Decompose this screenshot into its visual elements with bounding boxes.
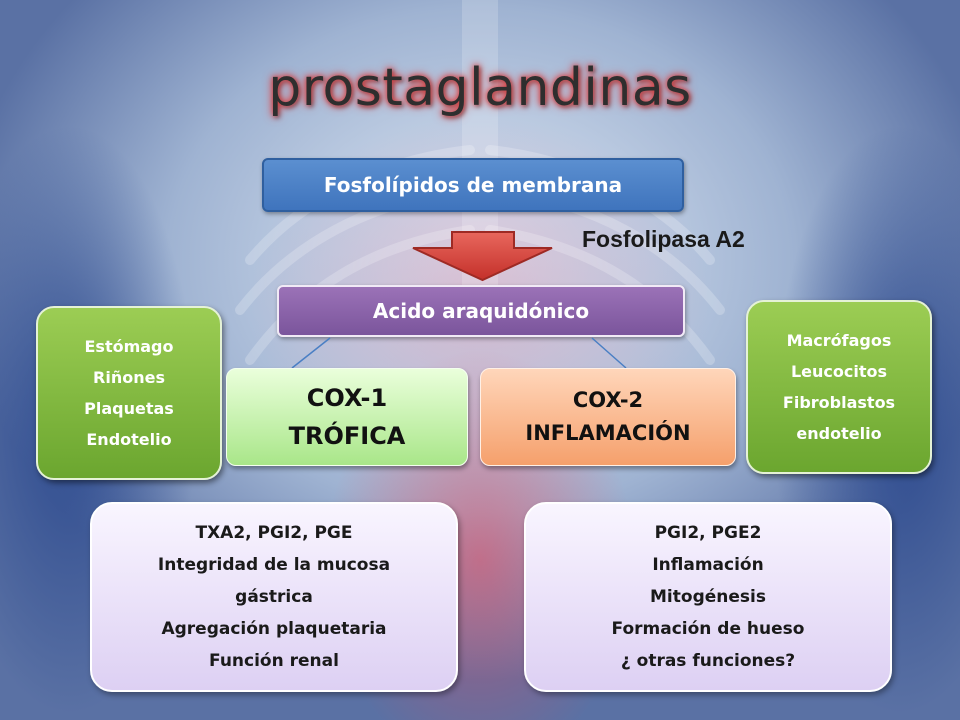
cox2-label: COX-2 INFLAMACIÓN — [525, 384, 690, 450]
cox1-effects-box: TXA2, PGI2, PGE Integridad de la mucosa … — [90, 502, 458, 692]
cox2-sites-list: Macrófagos Leucocitos Fibroblastos endot… — [783, 325, 895, 449]
cox1-box: COX-1 TRÓFICA — [226, 368, 468, 466]
cox1-effect-item: Integridad de la mucosa — [157, 555, 391, 575]
cox1-effect-item: TXA2, PGI2, PGE — [195, 523, 353, 543]
cox1-label: COX-1 TRÓFICA — [289, 379, 406, 455]
cox2-effect-item: Inflamación — [652, 555, 764, 575]
down-arrow-icon — [410, 230, 555, 282]
cox1-site-item: Riñones — [93, 368, 165, 387]
cox2-sites-box: Macrófagos Leucocitos Fibroblastos endot… — [746, 300, 932, 474]
cox1-name: COX-1 — [306, 384, 388, 412]
cox1-site-item: Endotelio — [86, 430, 172, 449]
cox2-effects-list: PGI2, PGE2 Inflamación Mitogénesis Forma… — [612, 517, 805, 677]
cox2-site-item: Macrófagos — [786, 331, 892, 350]
cox1-sites-list: Estómago Riñones Plaquetas Endotelio — [84, 331, 174, 455]
cox1-site-item: Estómago — [84, 337, 174, 356]
cox1-sites-box: Estómago Riñones Plaquetas Endotelio — [36, 306, 222, 480]
cox2-effects-box: PGI2, PGE2 Inflamación Mitogénesis Forma… — [524, 502, 892, 692]
cox2-box: COX-2 INFLAMACIÓN — [480, 368, 736, 466]
cox1-effects-list: TXA2, PGI2, PGE Integridad de la mucosa … — [158, 517, 390, 677]
enzyme-label: Fosfolipasa A2 — [582, 226, 745, 252]
cox2-type: INFLAMACIÓN — [525, 421, 691, 445]
cox2-site-item: Leucocitos — [790, 362, 888, 381]
slide-title: prostaglandinas — [268, 58, 692, 118]
cox2-name: COX-2 — [572, 388, 644, 412]
cox1-site-item: Plaquetas — [84, 399, 174, 418]
cox1-effect-item: Agregación plaquetaria — [161, 619, 387, 639]
arachidonic-acid-box: Acido araquidónico — [277, 285, 685, 337]
cox1-type: TRÓFICA — [288, 422, 406, 450]
cox1-effect-item: gástrica — [235, 587, 313, 607]
cox2-effect-item: Mitogénesis — [650, 587, 766, 607]
cox2-site-item: endotelio — [796, 424, 882, 443]
cox2-effect-item: PGI2, PGE2 — [654, 523, 762, 543]
cox1-effect-item: Función renal — [209, 651, 339, 671]
cox2-effect-item: ¿ otras funciones? — [620, 651, 796, 671]
membrane-phospholipids-box: Fosfolípidos de membrana — [262, 158, 684, 212]
cox2-site-item: Fibroblastos — [782, 393, 896, 412]
cox2-effect-item: Formación de hueso — [611, 619, 805, 639]
